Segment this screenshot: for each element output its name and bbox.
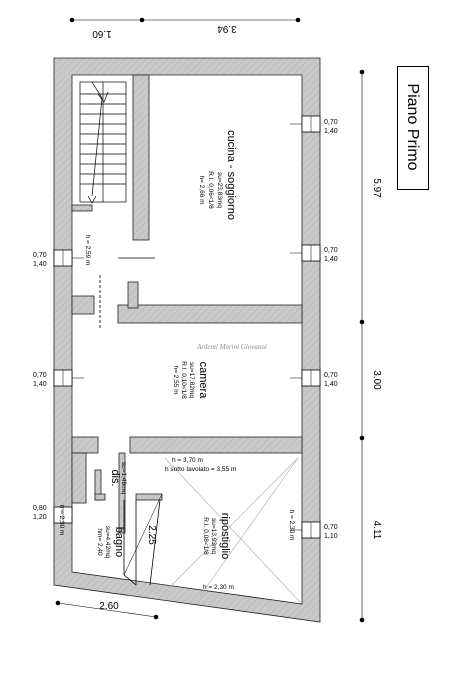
partitions	[99, 257, 161, 586]
page-title: Piano Primo	[404, 83, 421, 171]
room-ripostiglio-name: ripostiglio	[219, 513, 231, 559]
wall-corridor-stub	[71, 295, 95, 315]
window-right2-h: 1,40	[324, 256, 338, 263]
room-camera-ri: R.I. 0,10<1/8	[180, 361, 187, 399]
window-right1-h: 1,40	[324, 128, 338, 135]
stair-treads	[80, 93, 126, 185]
wall-dis-stub	[94, 493, 106, 501]
room-camera-name: camera	[197, 362, 209, 400]
watermark: Ardenti Morini Giovanni	[196, 343, 267, 351]
room-bagno-su: su=4,42mq	[104, 526, 111, 559]
height-rip-top: h = 3,70 m	[172, 457, 203, 464]
window-left1-h: 1,40	[33, 261, 47, 268]
room-bagno-name: bagno	[113, 527, 125, 558]
window-right4-w: 0,70	[324, 524, 338, 531]
room-cucina: cucina - soggiorno su=23,83mq R.I. 0,06<…	[198, 130, 237, 220]
height-corridor: h = 2,59 m	[84, 235, 91, 266]
window-left2-h: 1,40	[33, 381, 47, 388]
room-ripostiglio-su: su=13,93mq	[210, 518, 217, 554]
wall-rip-left	[118, 452, 126, 534]
wall-camera-bottom	[129, 436, 303, 454]
dim-bottom: 2.60	[99, 601, 119, 612]
room-ripostiglio: ripostiglio su=13,93mq R.I. 0,08<1/8	[202, 513, 231, 559]
ripostiglio-roof-lines	[164, 457, 301, 603]
wall-rip-top	[135, 493, 163, 501]
window-right3-h: 1,40	[324, 381, 338, 388]
dim-top-left: 1.60	[92, 28, 112, 39]
room-cucina-h: h= 2,66 m	[198, 175, 205, 204]
room-cucina-name: cucina - soggiorno	[225, 130, 237, 220]
room-cucina-su: su=23,83mq	[216, 172, 223, 208]
rip-diagonal-partition	[149, 499, 161, 586]
window-left2-w: 0,70	[33, 372, 47, 379]
dim-right-bottom: 4.11	[371, 521, 382, 540]
room-camera-su: su=17,82mq	[188, 362, 195, 398]
height-bagno: h = 2,30 m	[58, 505, 65, 536]
window-right4-h: 1,10	[324, 533, 338, 540]
window-right1-w: 0,70	[324, 119, 338, 126]
wall-camera-bottom-left	[71, 436, 99, 454]
room-camera: camera su=17,82mq R.I. 0,10<1/8 h= 2,55 …	[172, 361, 209, 399]
stair-arrow-top	[97, 91, 109, 103]
walls	[53, 57, 321, 623]
outer-wall	[53, 57, 321, 623]
window-labels: 0,70 1,40 0,70 1,40 0,70 1,40 0,70 1,10 …	[33, 119, 338, 540]
height-rip-right: h = 2,30 m	[288, 510, 295, 541]
stair-arrow	[91, 81, 103, 197]
height-rip-bottom: h = 2,30 m	[203, 584, 234, 591]
room-ripostiglio-ri: R.I. 0,08<1/8	[202, 517, 209, 555]
window-left3-h: 1,20	[33, 514, 47, 521]
room-dis-su: su=1,49mq	[120, 462, 127, 495]
window-openings	[53, 115, 321, 539]
dim-top-right: 3.94	[217, 23, 237, 34]
room-dis: dis. su=1,49mq	[109, 462, 127, 495]
room-bagno-h: hm= 2,40	[96, 528, 103, 556]
window-left1-w: 0,70	[33, 252, 47, 259]
dim-right-mid: 3.00	[371, 370, 382, 390]
room-bagno: bagno su=4,42mq hm= 2,40	[96, 526, 125, 559]
room-cucina-ri: R.I. 0,06<1/8	[207, 171, 214, 209]
staircase	[79, 81, 127, 204]
bagno-partition	[123, 500, 137, 586]
wall-stair-kitchen	[132, 74, 150, 241]
window-right2-w: 0,70	[324, 247, 338, 254]
stair-arrow-head	[87, 195, 97, 204]
dimension-lines	[55, 17, 365, 623]
dim-diagonal: 2.25	[146, 525, 157, 545]
title-box	[397, 66, 429, 190]
height-rip-beam: h sotto tavolato = 3,55 m	[165, 466, 236, 473]
wall-stair-bottom	[71, 204, 93, 212]
room-camera-h: h= 2,55 m	[172, 365, 179, 394]
dim-right-top: 5.97	[371, 178, 382, 198]
wall-kitchen-pilaster	[127, 281, 139, 309]
wall-bagno-left	[71, 452, 87, 504]
room-dis-name: dis.	[109, 469, 121, 486]
window-right3-w: 0,70	[324, 372, 338, 379]
window-left3-w: 0,80	[33, 505, 47, 512]
wall-kitchen-bottom	[117, 304, 303, 324]
